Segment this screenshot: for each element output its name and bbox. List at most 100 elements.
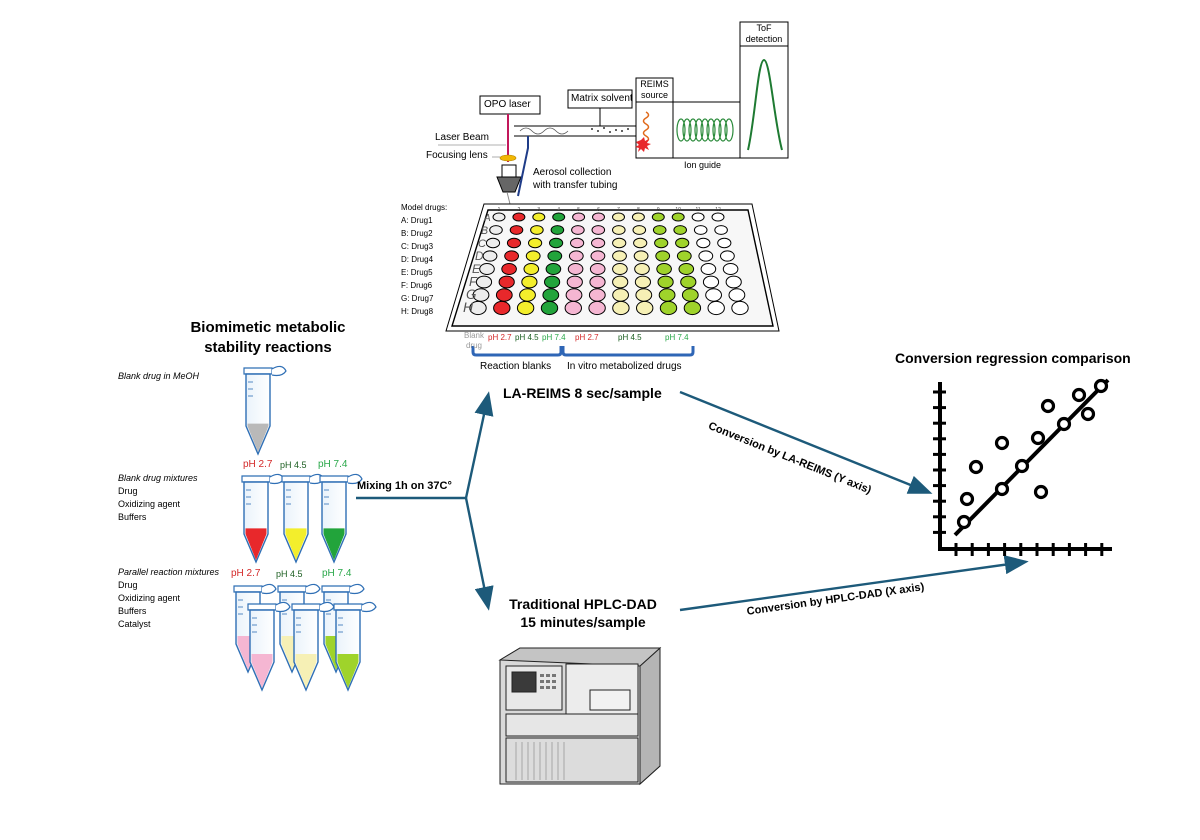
laser-beam-label: Laser Beam xyxy=(435,132,489,143)
tof-detection-label: ToF detection xyxy=(740,23,788,45)
model-drugs-list: Model drugs: A: Drug1 B: Drug2 C: Drug3 … xyxy=(401,201,447,318)
well xyxy=(612,275,629,289)
ph-label-45: pH 4.5 xyxy=(515,333,539,342)
well xyxy=(544,275,561,289)
data-point xyxy=(1040,398,1056,414)
row-letter: E xyxy=(472,262,481,276)
model-drug-item: B: Drug2 xyxy=(401,229,433,238)
row-letter: B xyxy=(481,225,488,237)
data-point xyxy=(1056,416,1072,432)
well xyxy=(671,212,685,222)
well xyxy=(717,237,732,249)
well xyxy=(552,212,566,222)
model-drug-item: G: Drug7 xyxy=(401,294,434,303)
data-point xyxy=(959,491,975,507)
well xyxy=(676,250,692,262)
arrow-to-la-reims xyxy=(464,391,494,499)
column-number: 7 xyxy=(617,207,620,213)
parallel-mixture-legend: Parallel reaction mixtures Drug Oxidizin… xyxy=(118,566,219,631)
ion-guide-coils xyxy=(676,118,734,142)
well xyxy=(504,250,520,262)
well xyxy=(651,212,665,222)
parallel-tube-ph27-b xyxy=(247,601,291,692)
well xyxy=(680,275,697,289)
well xyxy=(588,300,606,316)
well xyxy=(547,250,563,262)
well xyxy=(631,212,645,222)
ph-label-27: pH 2.7 xyxy=(231,568,261,579)
hplc-label-line1: Traditional HPLC-DAD xyxy=(509,596,657,612)
hplc-instrument-icon xyxy=(498,646,662,786)
tube-ph45 xyxy=(281,473,325,564)
well xyxy=(509,225,524,235)
well xyxy=(589,263,606,275)
well xyxy=(567,263,584,275)
par-item: Drug xyxy=(118,580,138,590)
well xyxy=(528,237,543,249)
ph-label-45: pH 4.5 xyxy=(276,569,303,579)
left-title-line1: Biomimetic metabolic xyxy=(190,319,346,336)
aerosol-collection-label: Aerosol collection with transfer tubing xyxy=(533,166,618,192)
well xyxy=(592,212,605,222)
well xyxy=(675,237,690,249)
well xyxy=(590,250,606,262)
parallel-mixture-heading: Parallel reaction mixtures xyxy=(118,567,220,577)
well xyxy=(550,225,565,235)
well xyxy=(542,288,560,302)
regression-points xyxy=(956,378,1109,530)
model-drug-item: E: Drug5 xyxy=(401,268,433,277)
model-drug-item: A: Drug1 xyxy=(401,216,433,225)
column-number: 3 xyxy=(537,207,540,213)
well xyxy=(634,263,650,275)
model-drug-item: H: Drug8 xyxy=(401,307,434,316)
well xyxy=(612,225,626,235)
well xyxy=(658,288,676,302)
well xyxy=(540,300,559,316)
column-number: 6 xyxy=(597,207,600,213)
model-drug-item: D: Drug4 xyxy=(401,255,434,264)
well xyxy=(700,263,717,275)
well xyxy=(696,237,711,249)
well xyxy=(545,263,562,275)
row-letter: D xyxy=(475,250,484,263)
plate-brackets xyxy=(471,346,695,357)
ion-guide-label: Ion guide xyxy=(684,160,722,170)
ph-label-45: pH 4.5 xyxy=(618,333,642,342)
heating-coil xyxy=(642,111,650,143)
well xyxy=(564,300,582,316)
arrow-to-hplc xyxy=(464,497,494,611)
well xyxy=(705,288,722,302)
well xyxy=(519,288,536,302)
well xyxy=(656,263,672,275)
focusing-lens-icon xyxy=(499,154,517,162)
reaction-blanks-label: Reaction blanks xyxy=(480,361,552,372)
column-number: 1 xyxy=(498,207,501,213)
mix-item: Buffers xyxy=(118,512,147,522)
in-vitro-label: In vitro metabolized drugs xyxy=(567,361,682,372)
data-point xyxy=(1093,378,1109,394)
tube-ph27 xyxy=(241,473,285,564)
row-letter: A xyxy=(483,213,491,224)
mix-item: Oxidizing agent xyxy=(118,499,181,509)
data-point xyxy=(968,459,984,475)
parallel-tube-ph74-b xyxy=(333,601,377,692)
tof-label-line2: detection xyxy=(745,34,783,44)
left-title: Biomimetic metabolic stability reactions xyxy=(170,318,366,358)
data-point xyxy=(956,514,972,530)
hplc-screen xyxy=(511,671,537,693)
well xyxy=(655,250,671,262)
well xyxy=(521,275,538,289)
ph-label-74: pH 7.4 xyxy=(665,333,689,342)
well xyxy=(652,225,667,235)
well xyxy=(691,212,705,222)
la-reims-label: LA-REIMS 8 sec/sample xyxy=(503,385,662,401)
well xyxy=(501,263,517,275)
model-drugs-title: Model drugs: xyxy=(401,203,448,212)
mixing-label: Mixing 1h on 37C° xyxy=(357,480,452,492)
well xyxy=(565,288,583,302)
focusing-lens-label: Focusing lens xyxy=(426,150,488,161)
well xyxy=(588,288,606,302)
